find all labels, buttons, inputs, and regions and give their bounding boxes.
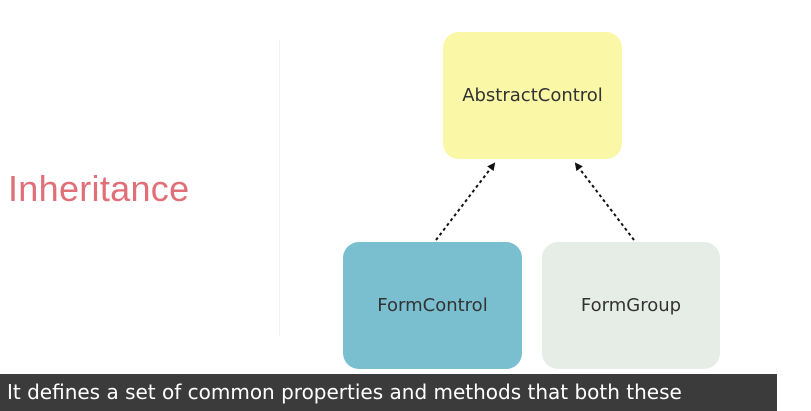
diagram-title: Inheritance [8, 168, 190, 209]
node-abstract-control-label: AbstractControl [462, 85, 603, 106]
node-abstract-control: AbstractControl [443, 32, 622, 159]
subtitle-caption: It defines a set of common properties an… [0, 374, 777, 411]
node-form-control-label: FormControl [377, 295, 488, 316]
arrow-formcontrol-to-abstractcontrol [435, 162, 496, 241]
node-form-group-label: FormGroup [580, 295, 682, 316]
arrow-formgroup-to-abstractcontrol [574, 162, 635, 241]
vertical-divider [279, 40, 280, 336]
node-form-group: FormGroup [542, 242, 720, 369]
node-form-control: FormControl [343, 242, 522, 369]
inheritance-arrows [435, 162, 635, 241]
